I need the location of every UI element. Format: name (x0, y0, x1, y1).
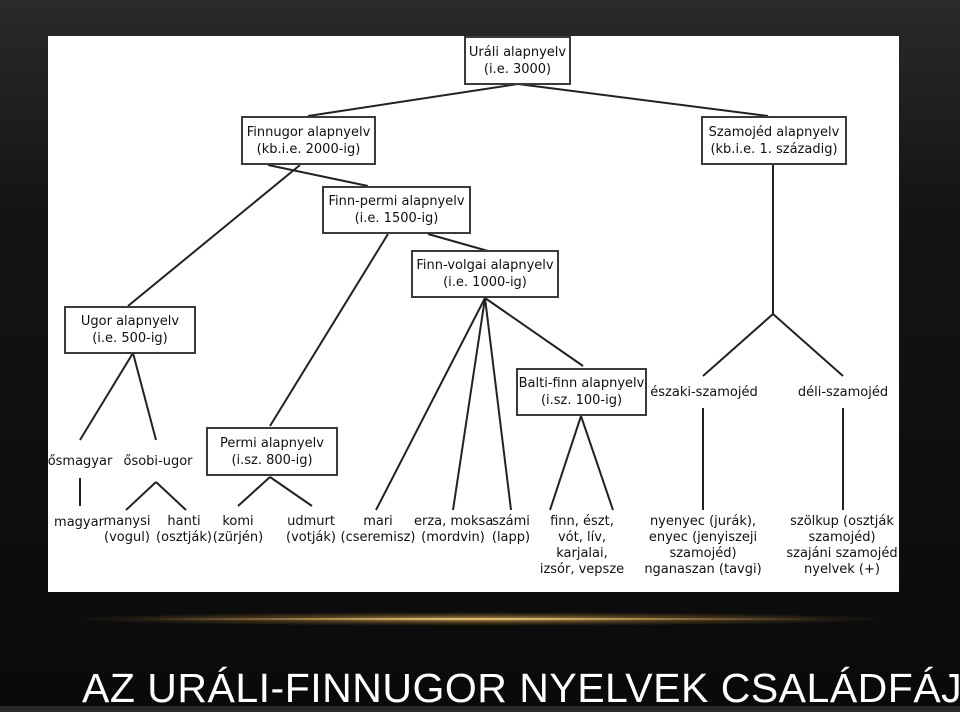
label-osmagyar: ősmagyar (47, 454, 113, 469)
leaf-finn-line1: finn, észt, (550, 514, 614, 529)
node-finnvolgai-name: Finn-volgai alapnyelv (416, 258, 554, 273)
leaf-nyenyec-line3: szamojéd) (669, 546, 737, 561)
node-ugor: Ugor alapnyelv (i.e. 500-ig) (64, 306, 196, 354)
leaf-erza-line1: erza, moksa (414, 514, 494, 529)
node-finnugor-date: (kb.i.e. 2000-ig) (256, 141, 361, 157)
diagram-panel: Uráli alapnyelv (i.e. 3000) Finnugor ala… (48, 36, 899, 592)
edge-osobiugor-hanti (155, 481, 187, 511)
leaf-mari-line1: mari (363, 514, 393, 529)
leaf-komi: komi (zürjén) (210, 514, 266, 546)
leaf-szami: számi (lapp) (488, 514, 534, 546)
edge-ugor-osmagyar (79, 352, 134, 441)
node-urali: Uráli alapnyelv (i.e. 3000) (464, 36, 571, 85)
leaf-hanti: hanti (osztják) (152, 514, 216, 546)
leaf-udmurt-line1: udmurt (287, 514, 335, 529)
node-baltifinn: Balti-finn alapnyelv (i.sz. 100-ig) (516, 368, 647, 416)
edge-permi-udmurt (269, 476, 313, 507)
slide-title: AZ URÁLI-FINNUGOR NYELVEK CSALÁDFÁJA (82, 665, 960, 711)
leaf-finn-line2: vót, lív, (557, 530, 607, 545)
edge-baltifinn-finn-left (549, 415, 582, 511)
edge-szamojed-eszaki (702, 313, 774, 377)
leaf-manysi: manysi (vogul) (94, 514, 160, 546)
edge-baltifinn-finn-right (580, 415, 614, 511)
leaf-hanti-line1: hanti (167, 514, 201, 529)
leaf-erza-moksa: erza, moksa (mordvin) (414, 514, 494, 546)
node-permi: Permi alapnyelv (i.sz. 800-ig) (206, 427, 338, 476)
leaf-szami-line2: (lapp) (491, 530, 531, 545)
edge-finnugor-finnpermi (267, 164, 369, 187)
leaf-manysi-line2: (vogul) (104, 530, 150, 545)
label-eszaki-szamojed: északi-szamojéd (650, 385, 758, 400)
node-szamojed-name: Szamojéd alapnyelv (708, 124, 840, 140)
node-szamojed-date: (kb.i.e. 1. századig) (710, 141, 838, 157)
node-finnvolgai-date: (i.e. 1000-ig) (443, 275, 527, 290)
leaf-szami-line1: számi (492, 514, 530, 529)
leaf-finn-line4: izsór, vepsze (539, 562, 625, 577)
leaf-nyenyec-line1: nyenyec (jurák), (649, 514, 757, 529)
node-szamojed: Szamojéd alapnyelv (kb.i.e. 1. századig) (701, 116, 847, 165)
leaf-nyenyec: nyenyec (jurák), enyec (jenyiszeji szamo… (644, 514, 762, 578)
node-finnpermi: Finn-permi alapnyelv (i.e. 1500-ig) (322, 186, 471, 234)
node-urali-date: (i.e. 3000) (483, 61, 552, 77)
leaf-udmurt: udmurt (votják) (280, 514, 342, 546)
node-permi-name: Permi alapnyelv (220, 435, 324, 451)
leaf-udmurt-line2: (votják) (286, 530, 336, 545)
leaf-szolkup-line2: szamojéd) (808, 530, 876, 545)
leaf-mari-line2: (cseremisz) (340, 530, 416, 545)
edge-finnpermi-finnvolgai (427, 233, 489, 252)
leaf-manysi-line1: manysi (103, 514, 151, 529)
leaf-komi-line1: komi (222, 514, 254, 529)
leaf-finn-eszt: finn, észt, vót, lív, karjalai, izsór, v… (538, 514, 626, 578)
label-osobiugor: ősobi-ugor (123, 454, 193, 469)
edge-finnvolgai-mari (375, 297, 486, 511)
leaf-szolkup-line1: szölkup (osztják (790, 514, 894, 529)
node-urali-name: Uráli alapnyelv (468, 44, 567, 60)
leaf-finn-line3: karjalai, (556, 546, 608, 561)
node-finnugor: Finnugor alapnyelv (kb.i.e. 2000-ig) (241, 116, 376, 165)
edge-finnvolgai-baltifinn (484, 297, 584, 367)
edge-finnvolgai-erza (452, 297, 486, 511)
leaf-szolkup-line4: nyelvek (+) (804, 562, 880, 577)
edge-finnugor-ugor (127, 164, 301, 307)
leaf-mari: mari (cseremisz) (340, 514, 416, 546)
label-deli-szamojed: déli-szamojéd (797, 385, 889, 400)
leaf-magyar: magyar (54, 515, 104, 530)
leaf-szolkup: szölkup (osztják szamojéd) szajáni szamo… (786, 514, 898, 578)
node-baltifinn-name: Balti-finn alapnyelv (518, 376, 645, 391)
leaf-nyenyec-line2: enyec (jenyiszeji (648, 530, 758, 545)
node-ugor-name: Ugor alapnyelv (80, 314, 180, 329)
edge-ugor-osobiugor (132, 352, 157, 441)
edge-finnpermi-permi (269, 233, 389, 427)
node-finnugor-name: Finnugor alapnyelv (246, 124, 371, 140)
decorative-divider (140, 618, 820, 620)
edge-finnvolgai-szami (484, 297, 512, 511)
edge-urali-szamojed (517, 83, 769, 117)
node-ugor-date: (i.e. 500-ig) (92, 331, 168, 346)
node-baltifinn-date: (i.sz. 100-ig) (540, 393, 623, 408)
leaf-nyenyec-line4: nganaszan (tavgi) (644, 562, 762, 577)
leaf-szolkup-line3: szajáni szamojéd (786, 546, 898, 561)
node-finnpermi-date: (i.e. 1500-ig) (354, 211, 439, 226)
edge-urali-finnugor (307, 83, 519, 117)
tree-connector-lines (79, 83, 844, 511)
leaf-erza-line2: (mordvin) (421, 530, 485, 545)
edge-permi-komi (237, 476, 271, 507)
edge-szamojed-deli (772, 313, 844, 377)
node-permi-date: (i.sz. 800-ig) (231, 452, 313, 468)
node-finnpermi-name: Finn-permi alapnyelv (328, 194, 465, 209)
node-finnvolgai: Finn-volgai alapnyelv (i.e. 1000-ig) (411, 250, 559, 298)
leaf-hanti-line2: (osztják) (156, 530, 212, 545)
leaf-komi-line2: (zürjén) (212, 530, 264, 545)
edge-osobiugor-manysi (125, 481, 157, 511)
